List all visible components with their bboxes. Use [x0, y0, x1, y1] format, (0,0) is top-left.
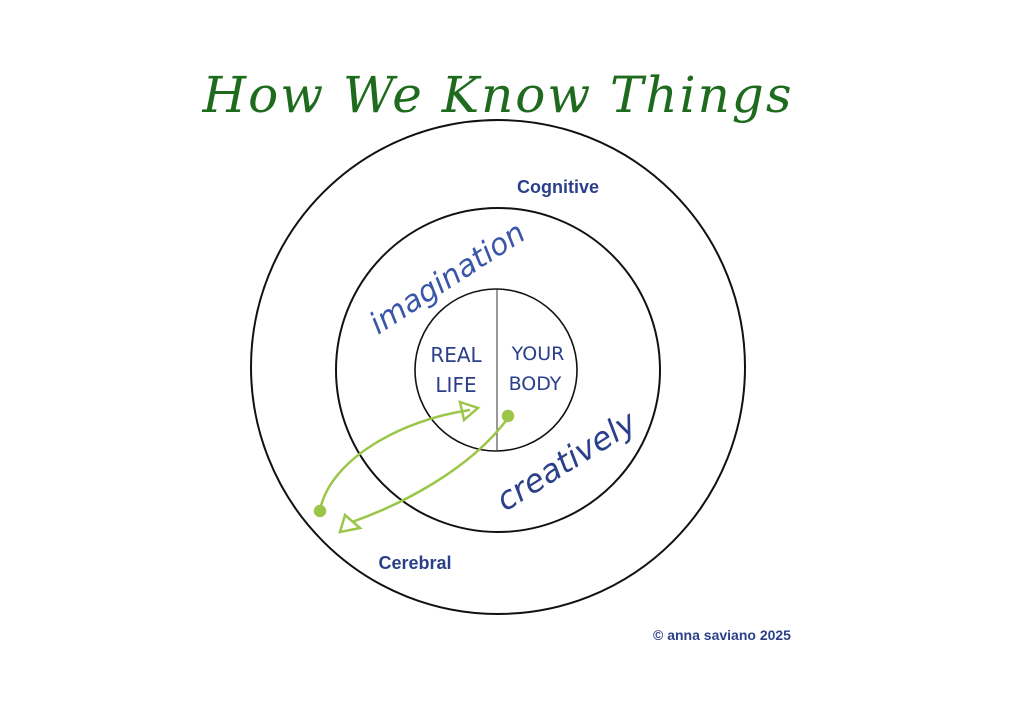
label-cerebral: Cerebral — [378, 553, 451, 573]
inner-circle — [414, 288, 578, 452]
label-life: LIFE — [435, 373, 476, 397]
arrow-your-body-to-cerebral — [338, 409, 515, 534]
arrow-cerebral-to-real-life — [313, 400, 481, 518]
label-body: BODY — [509, 373, 562, 395]
middle-circle-imagination — [335, 207, 661, 533]
label-your: YOUR — [511, 343, 565, 365]
copyright: © anna saviano 2025 — [653, 627, 791, 643]
outer-circle-cognitive — [250, 119, 746, 615]
label-real: REAL — [430, 343, 482, 367]
label-imagination: imagination — [363, 215, 532, 341]
label-cognitive: Cognitive — [517, 177, 599, 197]
title: How We Know Things — [202, 66, 794, 124]
